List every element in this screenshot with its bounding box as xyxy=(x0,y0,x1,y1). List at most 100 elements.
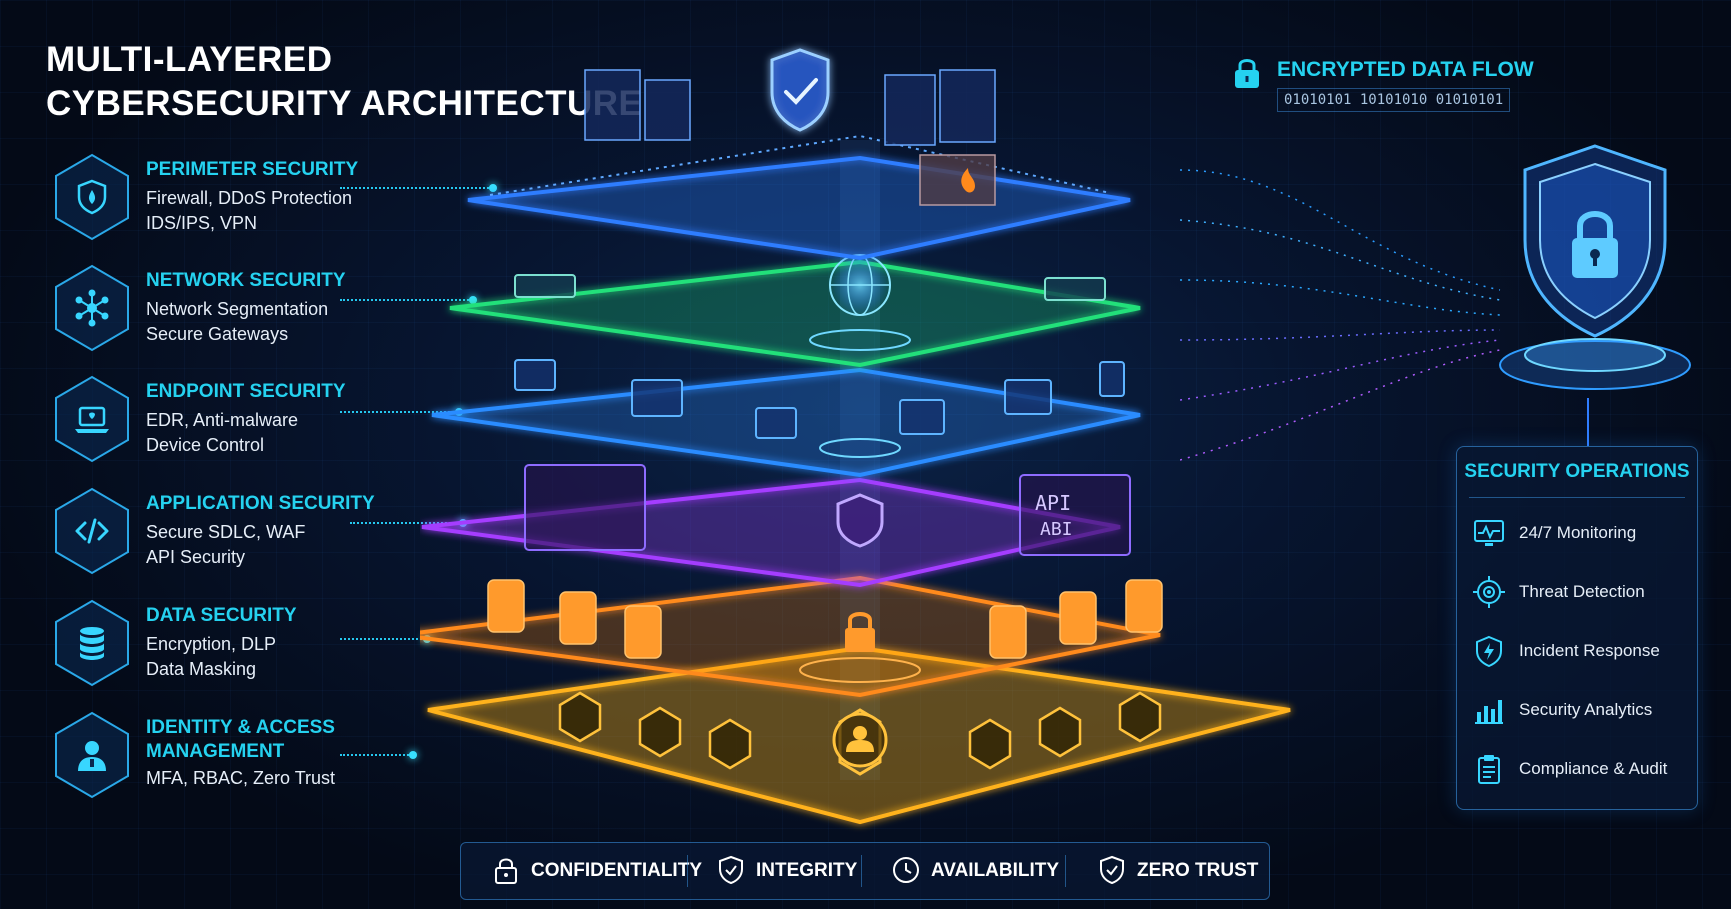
network-hex-badge xyxy=(52,263,132,353)
layer-desc-2: IDS/IPS, VPN xyxy=(146,213,258,233)
layer-desc-1: MFA, RBAC, Zero Trust xyxy=(146,768,336,788)
perimeter-hex-badge xyxy=(52,152,132,242)
layer-desc-1: Network Segmentation xyxy=(146,299,329,319)
encrypted-data-flow: ENCRYPTED DATA FLOW 01010101 10101010 01… xyxy=(1232,56,1534,112)
ops-item-compliance-audit[interactable]: Compliance & Audit xyxy=(1473,749,1693,789)
layer-desc-2: API Security xyxy=(146,547,246,567)
ops-item-security-analytics[interactable]: Security Analytics xyxy=(1473,690,1693,730)
principle-label: INTEGRITY xyxy=(756,860,858,881)
api-label-top: API xyxy=(1035,491,1071,515)
clock-icon xyxy=(893,857,919,883)
layer-data-security[interactable]: DATA SECURITY Encryption, DLP Data Maski… xyxy=(52,598,502,698)
identity-hex-badge xyxy=(52,710,132,800)
security-principles-bar: CONFIDENTIALITY INTEGRITY AVAILABILITY Z… xyxy=(460,842,1270,900)
monitor-pulse-icon xyxy=(1474,520,1504,546)
layer-perimeter-security[interactable]: PERIMETER SECURITY Firewall, DDoS Protec… xyxy=(52,152,502,252)
layer-desc-2: Data Masking xyxy=(146,659,257,679)
ops-item-label: 24/7 Monitoring xyxy=(1519,523,1637,542)
ops-item-monitoring[interactable]: 24/7 Monitoring xyxy=(1473,513,1693,553)
laptop-icon xyxy=(75,406,109,433)
code-window-panel xyxy=(524,464,646,551)
network-nodes-icon xyxy=(75,289,109,327)
divider xyxy=(1469,497,1685,498)
user-icon xyxy=(78,741,106,771)
principle-label: ZERO TRUST xyxy=(1137,860,1259,881)
shield-icon xyxy=(77,179,107,215)
emblem-connector xyxy=(1587,398,1589,446)
layer-network-security[interactable]: NETWORK SECURITY Network Segmentation Se… xyxy=(52,263,502,363)
layer-desc-2: Secure Gateways xyxy=(146,324,289,344)
layer-name: APPLICATION SECURITY xyxy=(146,493,375,514)
database-cylinders xyxy=(487,579,1163,659)
perimeter-shield-icon xyxy=(770,48,830,132)
layer-desc-2: Device Control xyxy=(146,435,265,455)
network-switch-right xyxy=(1044,277,1106,301)
platform-network xyxy=(449,254,1141,368)
ops-item-label: Security Analytics xyxy=(1519,700,1653,719)
shield-check-icon xyxy=(719,855,743,885)
platform-endpoint xyxy=(431,359,1141,478)
connector-data xyxy=(340,635,431,643)
padlock-icon xyxy=(495,858,517,884)
page-title: MULTI-LAYERED CYBERSECURITY ARCHITECTURE xyxy=(46,38,642,126)
api-window-panel xyxy=(1019,474,1131,556)
shield-check-icon xyxy=(1100,855,1124,885)
ops-item-label: Compliance & Audit xyxy=(1519,759,1668,778)
principle-label: CONFIDENTIALITY xyxy=(531,860,702,881)
ops-item-threat-detection[interactable]: Threat Detection xyxy=(1473,572,1693,612)
clipboard-icon xyxy=(1478,755,1500,784)
encrypted-data-flow-label: ENCRYPTED DATA FLOW xyxy=(1277,58,1534,81)
principle-label: AVAILABILITY xyxy=(931,860,1060,881)
title-line-2: CYBERSECURITY ARCHITECTURE xyxy=(46,84,643,123)
divider xyxy=(687,855,688,887)
title-line-1: MULTI-LAYERED xyxy=(46,40,333,79)
endpoint-hex-badge xyxy=(52,374,132,464)
firewall-wall xyxy=(919,154,996,206)
identity-hex-icons xyxy=(558,691,1162,770)
platform-application: API ABI xyxy=(421,464,1131,588)
layer-name: IDENTITY & ACCESS xyxy=(146,717,335,738)
data-stream-particles xyxy=(1180,169,1501,461)
layer-identity-access-management[interactable]: IDENTITY & ACCESS MANAGEMENT MFA, RBAC, … xyxy=(52,710,502,810)
security-shield-emblem xyxy=(1499,144,1691,390)
ops-item-incident-response[interactable]: Incident Response xyxy=(1473,631,1693,671)
connector-identity xyxy=(340,751,417,759)
layer-application-security[interactable]: APPLICATION SECURITY Secure SDLC, WAF AP… xyxy=(52,486,502,586)
server-racks xyxy=(584,69,996,146)
layer-name: PERIMETER SECURITY xyxy=(146,159,359,180)
layer-desc-1: Firewall, DDoS Protection xyxy=(146,188,353,208)
fire-icon xyxy=(961,168,975,193)
ops-item-label: Incident Response xyxy=(1519,641,1660,660)
shield-bolt-icon xyxy=(1476,635,1502,667)
security-operations-heading: SECURITY OPERATIONS xyxy=(1464,461,1690,482)
layer-name: NETWORK SECURITY xyxy=(146,270,346,291)
platform-identity xyxy=(427,645,1291,825)
ops-item-label: Threat Detection xyxy=(1519,582,1645,601)
divider xyxy=(861,855,862,887)
database-icon xyxy=(80,627,104,660)
layer-desc-1: EDR, Anti-malware xyxy=(146,410,299,430)
layer-desc-1: Secure SDLC, WAF xyxy=(146,522,306,542)
application-hex-badge xyxy=(52,486,132,576)
security-layer-stack: API ABI xyxy=(420,48,1291,825)
layer-name: ENDPOINT SECURITY xyxy=(146,381,346,402)
lock-icon xyxy=(1235,59,1259,88)
platform-perimeter xyxy=(467,48,1131,261)
api-label-bottom: ABI xyxy=(1040,519,1073,540)
security-operations-panel: SECURITY OPERATIONS 24/7 Monitoring Thre… xyxy=(1456,446,1698,810)
bar-chart-icon xyxy=(1475,700,1503,724)
target-icon xyxy=(1473,576,1505,608)
divider xyxy=(1065,855,1066,887)
layer-name-line-2: MANAGEMENT xyxy=(146,741,285,762)
binary-stream: 01010101 10101010 01010101 xyxy=(1277,88,1511,112)
connector-network xyxy=(340,296,477,304)
connector-perimeter xyxy=(340,184,497,192)
layer-desc-1: Encryption, DLP xyxy=(146,634,277,654)
data-hex-badge xyxy=(52,598,132,688)
platform-data xyxy=(420,575,1163,698)
endpoint-devices xyxy=(514,359,1125,439)
layer-endpoint-security[interactable]: ENDPOINT SECURITY EDR, Anti-malware Devi… xyxy=(52,374,502,474)
layer-name: DATA SECURITY xyxy=(146,605,297,626)
code-icon xyxy=(75,518,109,544)
network-switch-left xyxy=(514,274,576,298)
